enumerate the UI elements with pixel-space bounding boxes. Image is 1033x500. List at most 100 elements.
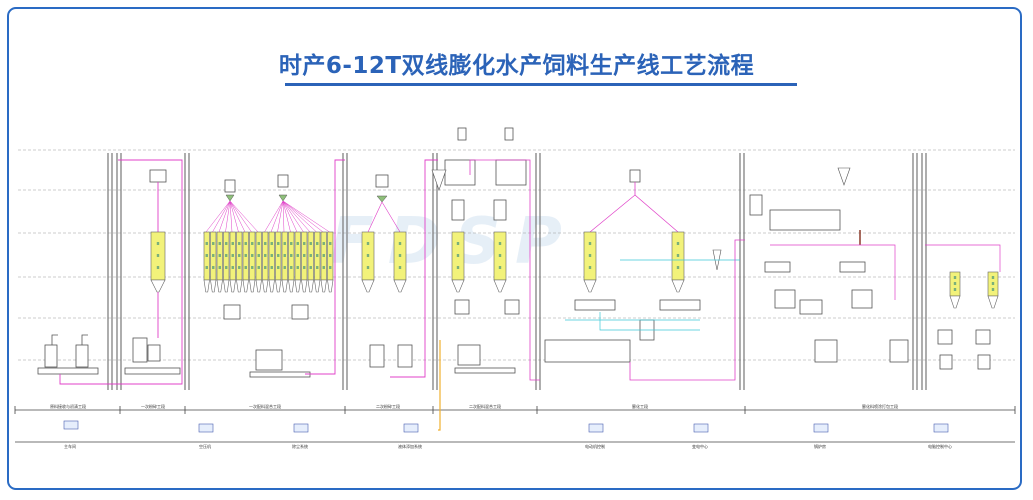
silo-level-sensor [953,276,957,279]
silo-level-sensor [329,242,332,245]
fanout-pipe [229,200,259,233]
silo-level-sensor [212,254,215,257]
silo-level-sensor [303,266,306,269]
silo-level-sensor [156,242,160,245]
silo-level-sensor [456,242,460,245]
silo-cone [583,279,597,293]
fanout-pipe [282,200,285,233]
silo-level-sensor [244,266,247,269]
silo-level-sensor [205,242,208,245]
silo-level-sensor [953,288,957,291]
packing-scale [814,339,838,363]
silo-cone [275,279,282,293]
silo-level-sensor [283,266,286,269]
rotary-valve [493,199,507,221]
silo-level-sensor [588,266,592,269]
utility-label: 锅炉房 [814,444,826,449]
intake-conveyor [37,367,99,375]
silo-level-sensor [296,266,299,269]
silo-level-sensor [991,276,995,279]
coater-line [769,209,841,231]
silo-level-sensor [303,254,306,257]
distributor-b [277,174,289,188]
silo-level-sensor [205,266,208,269]
silo-level-sensor [366,254,370,257]
silo-level-sensor [212,242,215,245]
silo-level-sensor [270,254,273,257]
fanout-pipe [381,201,401,233]
packing-elevator [749,194,763,216]
silo-level-sensor [270,242,273,245]
utility-icon [693,423,709,433]
sieve [764,261,791,273]
utility-label: 空压机 [199,444,211,449]
distributor-a [224,179,236,193]
silo-level-sensor [676,242,680,245]
bagging-scale [975,329,991,345]
utility-label: 除尘系统 [292,444,308,449]
silo-level-sensor [322,266,325,269]
batching-scale-a [223,304,241,320]
pipe [634,194,679,233]
hammer-mill [132,337,148,363]
fanout-pipe [367,201,383,233]
distributor-head [376,195,388,203]
silo-level-sensor [588,242,592,245]
fanout-pipe [229,200,239,233]
fanout-pipe [282,200,304,233]
silo-level-sensor [277,266,280,269]
silo-level-sensor [296,254,299,257]
silo-level-sensor [398,242,402,245]
utility-icon [198,423,214,433]
vacuum-coater [774,289,796,309]
utility-icon [403,423,419,433]
silo-level-sensor [283,242,286,245]
silo-level-sensor [225,266,228,269]
silo-cone [216,279,223,293]
fanout-pipe [277,200,284,233]
silo-level-sensor [290,242,293,245]
silo-level-sensor [309,266,312,269]
silo-level-sensor [398,254,402,257]
fanout-pipe [225,200,231,233]
second-scale [454,299,470,315]
pulse-filter-a [444,159,476,186]
conditioner [574,299,616,311]
silo-level-sensor [277,254,280,257]
section-label: 一次粉碎工段 [141,404,165,409]
silo-level-sensor [218,266,221,269]
bagging-scale [937,329,953,345]
fanout-pipe [264,200,284,233]
silo-level-sensor [251,254,254,257]
silo-level-sensor [238,266,241,269]
diagram-frame [7,7,1022,490]
cyclone [431,169,447,191]
sieve [839,261,866,273]
pipe-to-section4 [305,159,345,375]
silo-level-sensor [322,254,325,257]
fanout-pipe [229,200,246,233]
pulse-filter-b [495,159,527,186]
silo-level-sensor [238,254,241,257]
silo-level-sensor [676,254,680,257]
second-grinder-cleaner [375,174,389,188]
mill-discharge-conveyor [124,367,181,375]
silo-cone [320,279,327,293]
silo-cone [307,279,314,293]
second-mixer [457,344,481,366]
silo-cone [361,279,375,293]
silo-cone [288,279,295,293]
section-label: 原料接收与初清工段 [50,404,86,409]
silo-level-sensor [277,242,280,245]
pipe-to-grinder [59,159,183,385]
grinder-top-cleaner [149,169,167,183]
silo-level-sensor [270,266,273,269]
second-mixer-conveyor [454,367,516,374]
silo-cone [314,279,321,293]
mixer-conveyor [249,371,311,378]
fanout-pipe [282,200,324,233]
silo-level-sensor [264,242,267,245]
silo-level-sensor [676,266,680,269]
silo-level-sensor [156,266,160,269]
